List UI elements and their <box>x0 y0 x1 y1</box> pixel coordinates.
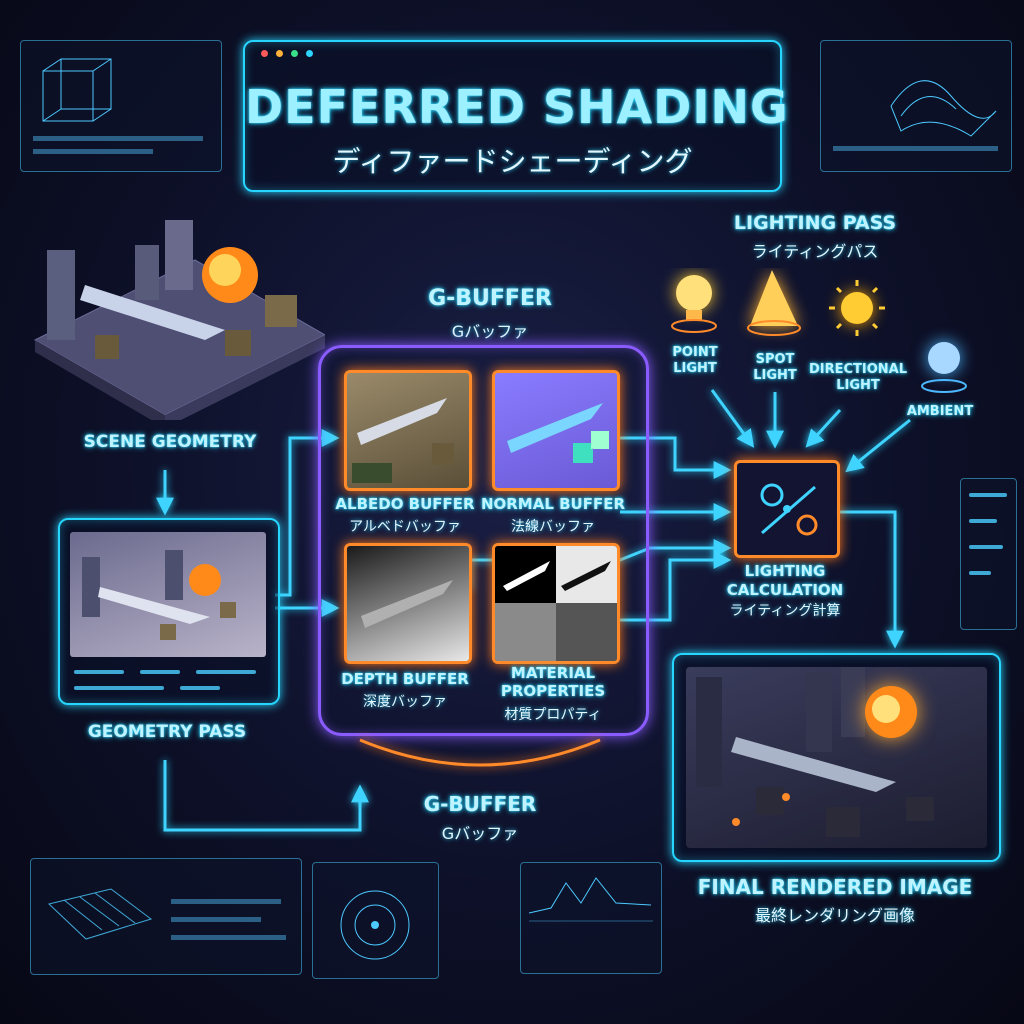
hud-panel-top-right <box>820 40 1012 172</box>
window-dot-blue <box>306 50 313 57</box>
light-icons <box>671 270 967 393</box>
arrow-point-to-calc <box>710 389 755 448</box>
material-properties-label: MATERIAL PROPERTIES <box>500 664 606 700</box>
gbuffer-top-label: G-BUFFER <box>428 286 552 311</box>
final-render-scene <box>696 667 934 837</box>
material-properties-label-jp: 材質プロパティ <box>504 707 602 723</box>
scene-geometry-illustration <box>33 220 325 420</box>
wireframe-terrain-icon <box>833 80 998 151</box>
albedo-buffer-tile <box>344 370 472 491</box>
ambient-light-label: AMBIENT <box>906 404 974 419</box>
window-dot-yellow <box>276 50 283 57</box>
lighting-calculation-box <box>734 460 840 558</box>
hud-panel-bottom-left <box>30 858 302 975</box>
depth-buffer-tile <box>344 543 472 664</box>
page-subtitle-jp: ディファードシェーディング <box>332 145 693 178</box>
geometry-preview-scene <box>82 550 236 640</box>
final-rendered-label: FINAL RENDERED IMAGE <box>697 875 973 899</box>
lighting-calculation-icon <box>760 483 818 536</box>
lighting-calculation-label-jp: ライティング計算 <box>729 603 841 619</box>
geometry-pass-label: GEOMETRY PASS <box>87 722 247 742</box>
arrow-calc-to-final <box>838 510 904 649</box>
depth-buffer-preview <box>361 580 453 628</box>
normal-buffer-label: NORMAL BUFFER <box>480 495 626 513</box>
grid-mesh-icon <box>47 888 286 940</box>
depth-buffer-label-jp: 深度バッファ <box>363 694 447 710</box>
depth-buffer-label: DEPTH BUFFER <box>341 670 469 688</box>
geometry-pass-panel <box>58 518 280 705</box>
arrow-directional-to-calc <box>805 408 842 448</box>
point-light-label: POINT LIGHT <box>672 345 718 376</box>
normal-buffer-tile <box>492 370 620 491</box>
final-rendered-label-jp: 最終レンダリング画像 <box>754 906 915 925</box>
window-dot-red <box>261 50 268 57</box>
title-panel: DEFERRED SHADING ディファードシェーディング <box>243 40 789 192</box>
normal-buffer-preview <box>507 403 609 463</box>
spotlight-icon <box>747 270 801 336</box>
spot-light-label: SPOT LIGHT <box>753 352 797 383</box>
waveform-chart-icon <box>528 877 653 922</box>
lighting-pass-label: LIGHTING PASS <box>733 212 897 234</box>
window-dots <box>261 50 313 57</box>
lighting-calculation-label: LIGHTING CALCULATION <box>726 562 844 599</box>
hud-panel-radar <box>312 862 439 979</box>
material-properties-tile <box>492 543 620 664</box>
page-title: DEFERRED SHADING <box>245 80 789 134</box>
ambient-orb-icon <box>921 342 967 393</box>
gbuffer-bottom-label-jp: Gバッファ <box>441 824 519 843</box>
normal-buffer-label-jp: 法線バッファ <box>511 519 595 535</box>
directional-light-label: DIRECTIONAL LIGHT <box>808 362 908 393</box>
gbuffer-bottom-label: G-BUFFER <box>423 792 537 816</box>
final-rendered-image <box>686 667 987 848</box>
arrow-bottom-loop <box>163 760 369 832</box>
gbuffer-frame <box>318 345 649 736</box>
hud-panel-top-left <box>20 40 222 172</box>
radar-dial-icon <box>340 890 410 960</box>
hud-panel-waveform <box>520 862 662 974</box>
arrow-ambient-to-calc <box>845 418 911 473</box>
lightbulb-icon <box>671 275 717 333</box>
final-rendered-panel <box>672 653 1001 862</box>
albedo-buffer-label: ALBEDO BUFFER <box>335 495 475 513</box>
arrow-geometry-to-albedo <box>275 429 340 597</box>
geometry-pass-preview <box>70 532 266 657</box>
window-dot-green <box>291 50 298 57</box>
scene-geometry-label: SCENE GEOMETRY <box>83 432 257 452</box>
arrow-material-to-calc <box>620 551 732 622</box>
gbuffer-top-label-jp: Gバッファ <box>451 322 529 341</box>
albedo-buffer-preview <box>352 398 454 483</box>
wireframe-cube-icon <box>33 58 203 154</box>
albedo-buffer-label-jp: アルベドバッファ <box>349 519 461 535</box>
material-properties-preview <box>495 546 617 661</box>
sun-icon <box>829 280 885 336</box>
lighting-pass-label-jp: ライティングパス <box>751 242 879 261</box>
hud-panel-right <box>960 478 1017 630</box>
